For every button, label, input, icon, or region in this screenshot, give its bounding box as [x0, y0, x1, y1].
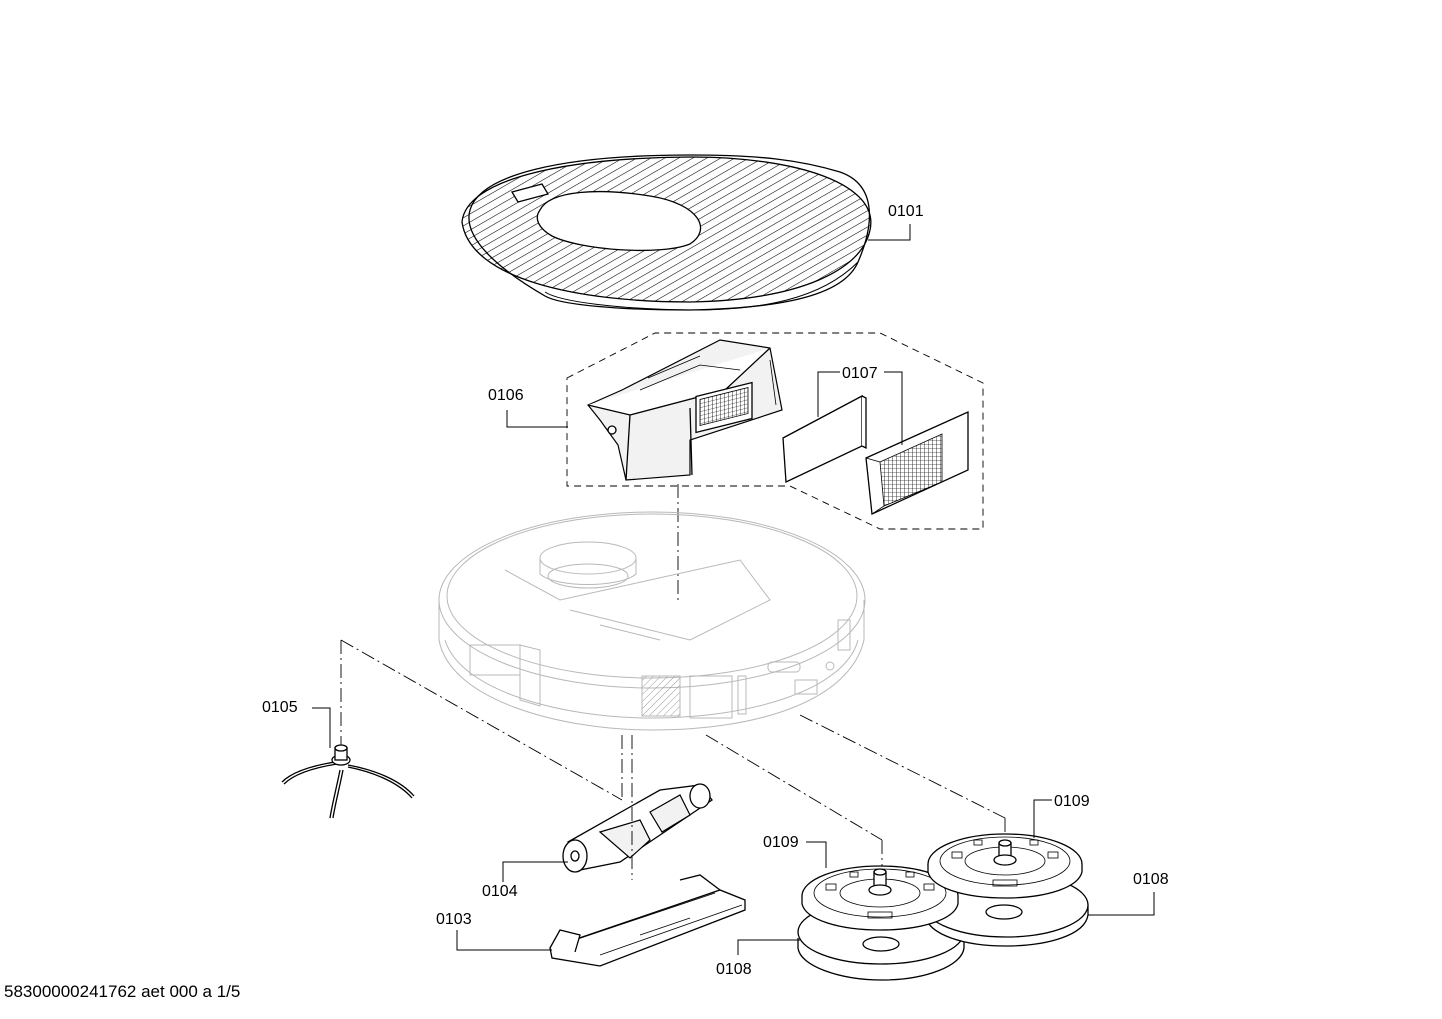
label-0103[interactable]: 0103 [436, 911, 472, 928]
part-0109-hub-left [801, 865, 959, 931]
leader-0101 [868, 224, 911, 241]
label-0109-left[interactable]: 0109 [763, 834, 799, 851]
part-0106-dust-bin [587, 339, 783, 481]
label-0107[interactable]: 0107 [842, 365, 878, 382]
robot-body-ghost [438, 511, 866, 731]
label-0104[interactable]: 0104 [482, 883, 518, 900]
leader-0108-right [1088, 892, 1155, 916]
part-0105-side-brush [281, 744, 415, 819]
part-0107-filter-pad [782, 394, 867, 483]
assembly-line-wheel-right [799, 714, 1006, 819]
assembly-line-wheel-left [705, 734, 883, 841]
leader-0108-left [737, 939, 800, 955]
leader-0109-left [806, 841, 827, 868]
document-footer-id: 58300000241762 aet 000 a 1/5 [4, 982, 241, 1001]
part-0107-filter-frame [865, 410, 969, 515]
label-0108-right[interactable]: 0108 [1133, 871, 1169, 888]
group-outline [566, 332, 984, 530]
leader-0107 [817, 371, 903, 445]
leader-0105 [312, 707, 331, 748]
label-0108-left[interactable]: 0108 [716, 961, 752, 978]
leader-0103 [456, 930, 552, 951]
assembly-line-side-brush [340, 639, 623, 801]
part-0103-brush-cover [549, 874, 746, 967]
label-0106[interactable]: 0106 [488, 387, 524, 404]
leader-0106 [506, 410, 568, 428]
leader-0109-right [1033, 799, 1052, 838]
part-0104-brush-roll [562, 783, 713, 873]
label-0101[interactable]: 0101 [888, 203, 924, 220]
label-0105[interactable]: 0105 [262, 699, 298, 716]
label-0109-right[interactable]: 0109 [1054, 793, 1090, 810]
part-0109-hub-right [927, 833, 1083, 899]
leader-0104 [502, 861, 568, 882]
part-0101-top-cover [461, 154, 872, 311]
